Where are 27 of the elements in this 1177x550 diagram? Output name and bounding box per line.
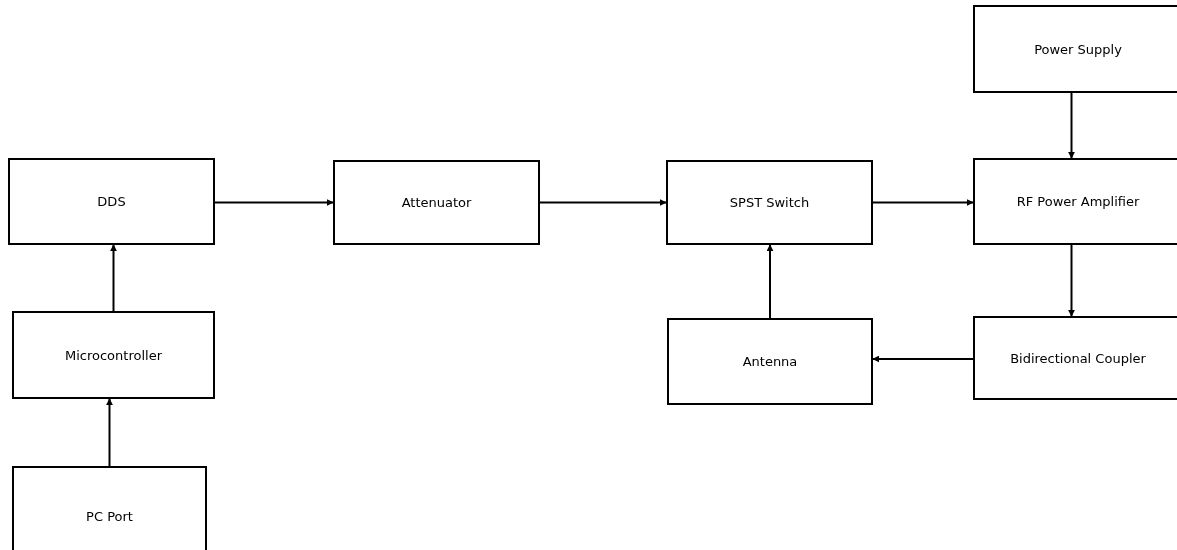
arrow [1068,244,1075,317]
box-label: Antenna [741,354,799,369]
box-label: RF Power Amplifier [1015,194,1141,209]
box-label: Attenuator [400,195,473,210]
process-box [12,311,215,399]
arrow [106,398,113,467]
process-box [333,160,540,245]
box-label: Power Supply [1033,41,1123,57]
box-label: Microcontroller [64,347,163,363]
box-label: SPST Switch [728,195,811,210]
arrow [539,199,667,206]
process-box [973,158,1177,245]
arrow [214,199,334,206]
process-box [973,5,1177,93]
box-label: Bidirectional Coupler [1009,350,1147,366]
arrow [1068,92,1075,159]
arrow [872,199,974,206]
process-box [12,466,207,550]
arrow [872,355,974,363]
arrow [110,244,117,312]
box-label: DDS [96,194,127,209]
process-box [667,318,873,405]
box-label: PC Port [85,508,134,524]
process-box [8,158,215,245]
process-box [666,160,873,245]
arrow [766,244,774,319]
process-box [973,316,1177,400]
